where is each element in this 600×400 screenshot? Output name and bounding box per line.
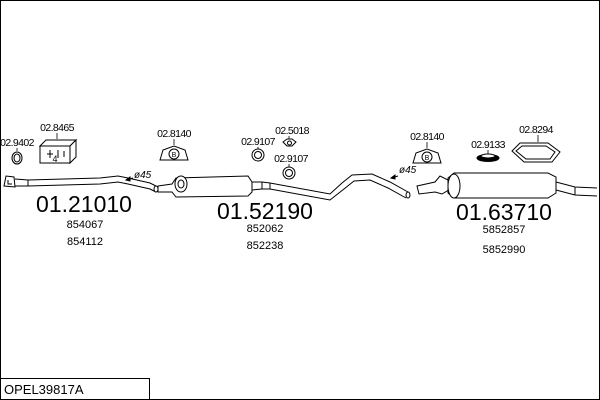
rubber-hanger-drawing: B	[412, 148, 442, 164]
rubber-ring-drawing	[476, 153, 500, 162]
accessory-part-number: 02.8140	[157, 128, 192, 140]
rubber-hanger-drawing: B	[159, 145, 189, 161]
rear-silencer-drawing	[416, 172, 598, 199]
mounting-kit-drawing	[38, 138, 78, 165]
accessory-part-number: 02.8465	[40, 122, 75, 134]
main-part-number: 01.21010	[36, 191, 132, 217]
accessory-part-number: 02.9107	[274, 153, 309, 165]
oem-number: 852238	[247, 240, 284, 252]
main-part-number: 01.52190	[217, 198, 313, 224]
gasket-ring-drawing	[251, 148, 265, 162]
flange-gasket-drawing	[511, 142, 561, 163]
oem-number: 5852857	[483, 224, 526, 236]
clamp-ring-drawing	[11, 151, 23, 165]
oem-number: 854112	[67, 236, 103, 248]
accessory-part-number: 02.9402	[0, 137, 35, 149]
svg-text:B: B	[172, 152, 177, 159]
accessory-part-number: 02.8294	[519, 124, 554, 136]
diameter-label: ø45	[134, 170, 152, 181]
accessory-part-number: 02.9133	[471, 139, 506, 151]
svg-text:B: B	[425, 155, 430, 162]
oem-number: 5852990	[483, 244, 526, 256]
drawing-code: OPEL39817A	[0, 378, 150, 399]
oem-number: 852062	[247, 223, 284, 235]
diameter-label: ø45	[399, 165, 417, 176]
leader-lines	[16, 133, 539, 167]
clamp-drawing	[282, 138, 297, 147]
kit-quantity-label: 4	[52, 154, 57, 164]
oem-number: 854067	[67, 219, 104, 231]
accessory-part-number: 02.8140	[410, 131, 445, 143]
middle-silencer-drawing	[157, 173, 411, 201]
accessory-part-number: 02.5018	[275, 125, 310, 137]
diameter-marker	[124, 174, 399, 182]
front-pipe-drawing	[3, 175, 159, 193]
gasket-ring-drawing	[282, 166, 296, 180]
main-part-number: 01.63710	[456, 199, 552, 225]
accessory-part-number: 02.9107	[241, 136, 276, 148]
